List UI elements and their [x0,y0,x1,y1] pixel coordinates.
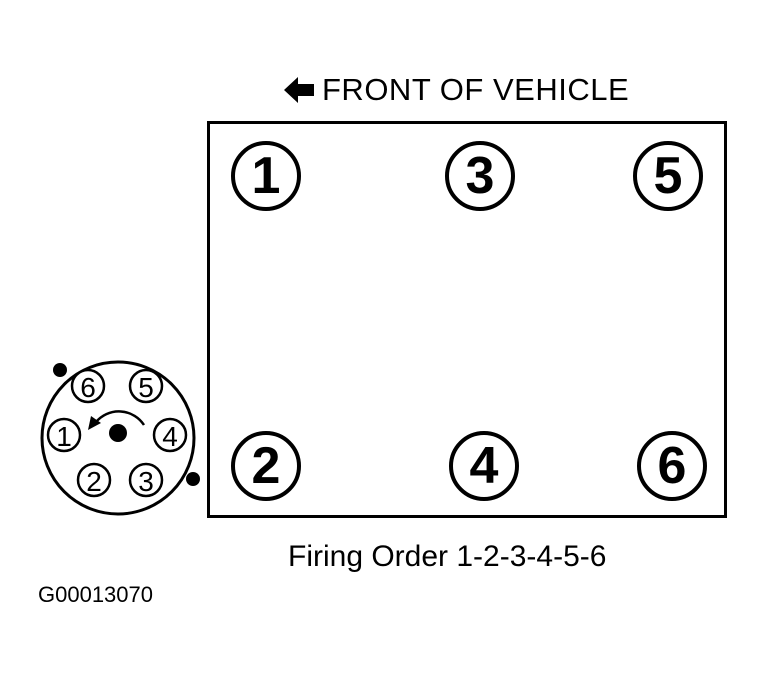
engine-block: 1 3 5 2 4 6 [207,121,727,518]
cylinder-2: 2 [231,431,301,501]
figure-id: G00013070 [38,582,153,607]
cylinder-6: 6 [637,431,707,501]
front-of-vehicle-label: FRONT OF VEHICLE [284,70,629,110]
firing-order-caption: Firing Order 1-2-3-4-5-6 [288,540,607,573]
svg-text:4: 4 [162,421,178,452]
distributor-terminal-3: 3 [128,462,164,498]
front-label-text: FRONT OF VEHICLE [322,72,630,107]
left-arrow-icon [284,77,314,103]
cylinder-5: 5 [633,141,703,211]
svg-text:6: 6 [80,372,96,403]
svg-text:2: 2 [86,466,102,497]
cylinder-4: 4 [449,431,519,501]
distributor-cap: 6 5 1 4 2 3 [40,360,200,516]
mounting-tab-bottom [186,472,200,486]
distributor-terminal-1: 1 [46,417,82,453]
distributor-terminal-6: 6 [70,368,106,404]
cylinder-1: 1 [231,141,301,211]
distributor-terminal-5: 5 [128,368,164,404]
mounting-tab-top [53,363,67,377]
svg-text:3: 3 [138,466,154,497]
cylinder-3: 3 [445,141,515,211]
distributor-terminal-2: 2 [76,462,112,498]
svg-text:5: 5 [138,372,154,403]
svg-text:1: 1 [56,421,72,452]
distributor-terminal-4: 4 [152,417,188,453]
rotation-arrow-icon [88,410,146,430]
rotor-center [109,424,127,442]
